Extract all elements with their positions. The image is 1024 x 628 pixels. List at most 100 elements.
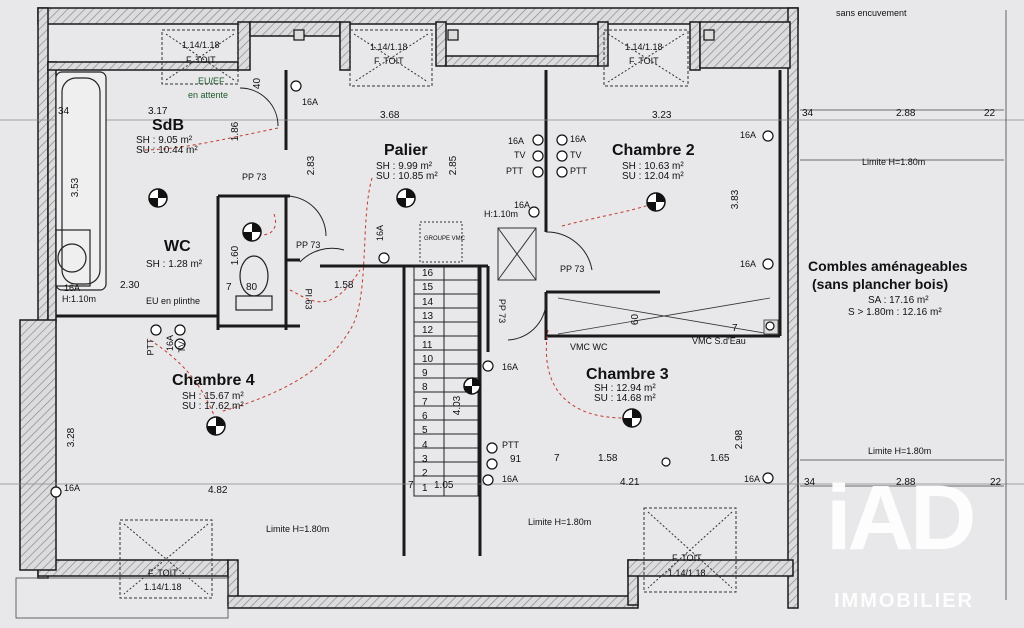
door-swings bbox=[239, 87, 593, 341]
room-chambre2-sh: SH : 10.63 m² bbox=[622, 161, 684, 172]
window-label-2: F. TOIT bbox=[374, 56, 404, 66]
outlet-tv-chambre2: TV bbox=[570, 150, 582, 160]
stair-step-6: 6 bbox=[422, 411, 428, 422]
outlet-ptt-palier: PTT bbox=[506, 166, 523, 176]
light-wc bbox=[242, 222, 262, 242]
stair-step-11: 11 bbox=[422, 339, 433, 351]
door-pp73-sdb: PP 73 bbox=[242, 172, 267, 182]
dim-328: 3.28 bbox=[66, 427, 78, 448]
window-label-3: F. TOIT bbox=[629, 56, 659, 66]
door-pp73-chambre2: PP 73 bbox=[560, 264, 585, 274]
outlet-16a-stair: 16A bbox=[375, 224, 386, 242]
light-chambre4 bbox=[206, 416, 226, 436]
outlet-ptt-ch3: PTT bbox=[502, 440, 519, 450]
light-chambre3 bbox=[622, 408, 642, 428]
note-en-attente: en attente bbox=[188, 90, 229, 100]
room-chambre2-name: Chambre 2 bbox=[612, 142, 695, 159]
dim-105: 1.05 bbox=[434, 480, 454, 491]
dim-80: 80 bbox=[246, 282, 258, 293]
dim-230: 2.30 bbox=[120, 280, 140, 291]
closet-box bbox=[419, 221, 537, 281]
outlet-16a-ch2-bottom: 16A bbox=[740, 259, 757, 269]
light-palier bbox=[396, 188, 416, 208]
window-size-3: 1.14/1.18 bbox=[625, 42, 663, 52]
limite-chambre4: Limite H=1.80m bbox=[266, 524, 330, 534]
dim-288-top: 2.88 bbox=[896, 108, 916, 119]
window-label-1: F. TOIT bbox=[186, 55, 216, 65]
stair-step-2: 2 bbox=[422, 468, 428, 480]
exterior-walls bbox=[19, 7, 799, 609]
window-size-5: 1.14/1.18 bbox=[668, 568, 706, 578]
door-pp73-chambre3: PP 73 bbox=[497, 298, 508, 324]
outlet-tv-palier: TV bbox=[514, 150, 526, 160]
stair-step-9: 9 bbox=[422, 368, 428, 380]
brand-logo: iAD bbox=[826, 467, 976, 569]
stair-step-10: 10 bbox=[422, 353, 434, 365]
window-size-4: 1.14/1.18 bbox=[144, 582, 182, 592]
room-chambre2-su: SU : 12.04 m² bbox=[622, 171, 684, 182]
stair-step-12: 12 bbox=[422, 325, 434, 337]
stair-step-14: 14 bbox=[422, 296, 434, 308]
note-eu-plinthe: EU en plinthe bbox=[146, 296, 201, 306]
stair-step-8: 8 bbox=[422, 382, 428, 394]
dim-482: 4.82 bbox=[208, 485, 228, 496]
window-label-4: F. TOIT bbox=[148, 568, 178, 578]
room-chambre3-name: Chambre 3 bbox=[586, 366, 669, 383]
outlet-16a-palier-2: 16A bbox=[514, 200, 531, 210]
dim-158-bottom: 1.58 bbox=[598, 453, 618, 464]
window-size-1: 1.14/1.18 bbox=[182, 40, 220, 50]
dim-22-bottom: 22 bbox=[990, 477, 1002, 488]
combles-lines bbox=[800, 159, 1004, 461]
room-combles-sh: S > 1.80m : 12.16 m² bbox=[848, 307, 942, 318]
room-sdb-sh: SH : 9.05 m² bbox=[136, 135, 193, 146]
room-chambre4-name: Chambre 4 bbox=[172, 372, 255, 389]
dim-285: 2.85 bbox=[448, 155, 460, 176]
room-combles-name-2: (sans plancher bois) bbox=[812, 276, 949, 292]
stair-step-3: 3 bbox=[422, 453, 428, 465]
outlet-tv-ch4: TV bbox=[176, 341, 187, 353]
dim-7-stair: 7 bbox=[408, 480, 414, 491]
outlet-16a-ch4-top: 16A bbox=[165, 334, 176, 352]
roof-window-5 bbox=[643, 507, 737, 593]
outlet-ptt-ch4: PTT bbox=[145, 338, 156, 356]
note-vmc-eau: VMC S.d'Eau bbox=[692, 336, 746, 346]
outlet-16a-sdb: 16A bbox=[302, 97, 319, 107]
room-chambre3-su: SU : 14.68 m² bbox=[594, 393, 656, 404]
light-stairs bbox=[463, 377, 481, 395]
window-size-2: 1.14/1.18 bbox=[370, 42, 408, 52]
dim-158-top: 1.58 bbox=[334, 280, 354, 291]
dim-34-right-bottom: 34 bbox=[804, 477, 816, 488]
dim-283: 2.83 bbox=[306, 155, 318, 176]
roof-window-4 bbox=[119, 519, 213, 599]
outlet-16a-ch3: 16A bbox=[502, 362, 519, 372]
room-palier-su: SU : 10.85 m² bbox=[376, 171, 438, 182]
dim-186: 1.86 bbox=[230, 121, 242, 142]
window-label-5: F. TOIT bbox=[672, 553, 702, 563]
roof-window-3 bbox=[603, 29, 689, 87]
stair-step-7: 7 bbox=[422, 396, 428, 408]
stair-step-4: 4 bbox=[422, 439, 428, 451]
outlets bbox=[50, 80, 775, 498]
stair-step-1: 1 bbox=[422, 482, 428, 494]
roof-window-1 bbox=[161, 29, 239, 85]
door-pi63: PI 63 bbox=[303, 288, 314, 310]
dim-7-wc: 7 bbox=[226, 282, 232, 293]
dim-353: 3.53 bbox=[70, 177, 82, 198]
outlet-16a-chambre2: 16A bbox=[570, 134, 587, 144]
dim-60: 60 bbox=[630, 313, 642, 326]
dim-7-ch3: 7 bbox=[554, 453, 560, 464]
room-sdb-su: SU : 10.44 m² bbox=[136, 145, 198, 156]
dim-383: 3.83 bbox=[730, 189, 742, 210]
outlet-16a-sdb-low: 16A bbox=[64, 283, 81, 293]
note-h110-palier: H:1.10m bbox=[484, 209, 519, 219]
limite-combles-top: Limite H=1.80m bbox=[862, 157, 926, 167]
dim-160: 1.60 bbox=[230, 245, 242, 266]
room-chambre4-sh: SH : 15.67 m² bbox=[182, 391, 244, 402]
ceiling-lights bbox=[148, 188, 666, 436]
outlet-ptt-chambre2: PTT bbox=[570, 166, 587, 176]
room-palier-name: Palier bbox=[384, 142, 428, 159]
outlet-16a-palier: 16A bbox=[508, 136, 525, 146]
dim-91: 91 bbox=[510, 454, 522, 465]
